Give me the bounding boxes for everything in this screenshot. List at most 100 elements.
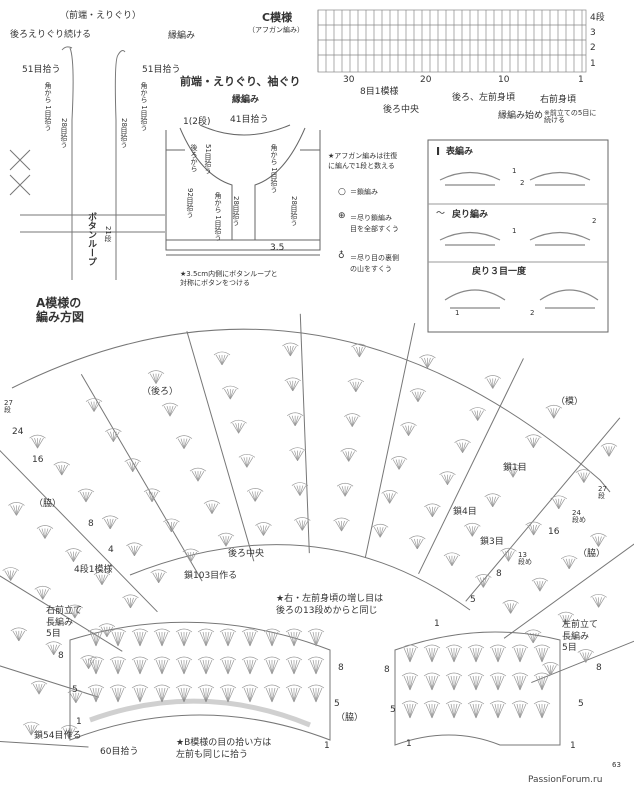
edges-pick28: 28目拾う — [232, 196, 240, 226]
stitch-return3: 戻り３目一度 — [472, 267, 527, 277]
stitch-step-2c: 2 — [530, 309, 535, 317]
c-pattern-subtitle: （アフガン編み） — [248, 26, 304, 34]
edges-corner: 角から 1目拾う — [214, 192, 222, 241]
edges-dim: 3.5 — [270, 243, 285, 253]
stitch-bar: I — [436, 145, 441, 158]
bll-r5: 5 — [578, 699, 584, 709]
stitch-step-2a: 2 — [520, 179, 525, 187]
a-mark: （模） — [556, 397, 584, 407]
a-r27-right: 27 段 — [598, 485, 607, 500]
a-r5-right: 5 — [470, 595, 476, 605]
c-one-pattern: 8目1模様 — [360, 87, 399, 97]
bll-r8: 8 — [596, 663, 602, 673]
c-pattern-title: C模様 — [262, 11, 293, 24]
c-row-4: 4段 — [590, 13, 605, 23]
stitch-step-2b: 2 — [592, 217, 597, 225]
a-r1-right: 1 — [434, 619, 440, 629]
a-pattern-title: A模様の 編み方図 — [36, 296, 85, 325]
a-chain1: 鎖1目 — [503, 463, 527, 473]
bl-r1: 1 — [406, 739, 412, 749]
a-back: （後ろ） — [142, 387, 179, 397]
edges-pick28b: 28目拾う — [290, 196, 298, 226]
edges-pick92: 92目拾う — [186, 188, 194, 218]
legend-back-symbol: ♁ — [338, 251, 345, 261]
c-note: ※前立ての5目に 続ける — [544, 109, 597, 124]
a-chain4: 鎖4目 — [453, 507, 477, 517]
pick60: 60目拾う — [100, 747, 139, 757]
a-r24-left: 24 — [12, 427, 24, 437]
a-chain3: 鎖3目 — [480, 537, 504, 547]
b-note: ★B模様の目の拾い方は 左前も同じに拾う — [176, 738, 272, 760]
pick-left: 51目拾う — [22, 65, 61, 75]
a-r13-right: 13 段め — [518, 551, 532, 566]
legend-slip-symbol: ⊕ — [338, 211, 346, 221]
a-r16-right: 16 — [548, 527, 560, 537]
bm-r1: 1 — [324, 741, 330, 751]
stitch-return: 戻り編み — [452, 210, 489, 220]
page-number: 63 — [612, 761, 621, 769]
stitch-forward: 表編み — [446, 147, 474, 157]
c-col-1: 1 — [578, 75, 584, 85]
a-side-left: （脇） — [34, 499, 62, 509]
bll-r1: 1 — [570, 741, 576, 751]
a-r8-right: 8 — [496, 569, 502, 579]
bm-r8: 8 — [338, 663, 344, 673]
a-one-pattern: 4段1模様 — [74, 565, 113, 575]
legend-slip: ＝尽り鎖編み 目を全部すくう — [350, 214, 399, 233]
c-center-back: 後ろ中央 — [383, 105, 420, 115]
bottom-star-note: ★右・左前身頃の増し目は 後ろの13段めからと同じ — [276, 594, 384, 616]
edges-row1: 1(2段) — [183, 117, 211, 127]
left-placket: 左前立て 長編み 5目 — [562, 620, 599, 654]
stitch-step-1c: 1 — [455, 309, 460, 317]
c-front-back-edge: 後ろ、左前身頃 — [452, 93, 516, 103]
c-col-20: 20 — [420, 75, 432, 85]
c-row-2: 2 — [590, 43, 596, 53]
c-row-1: 1 — [590, 59, 596, 69]
a-r4-left: 4 — [108, 545, 114, 555]
br-r1: 1 — [76, 717, 82, 727]
right-placket: 右前立て 長編み 5目 — [46, 606, 83, 640]
legend-star-note: ★アフガン編みは往復 に編んで1段と数える — [328, 152, 398, 170]
c-right-front: 右前身頃 — [540, 95, 577, 105]
edges-pick41: 41目拾う — [230, 115, 269, 125]
edges-back-from: 後ろから — [190, 144, 198, 172]
edge-label: 縁編み — [168, 31, 196, 41]
a-r8-left: 8 — [88, 519, 94, 529]
c-col-30: 30 — [343, 75, 355, 85]
stitch-tilde: 〜 — [436, 209, 446, 219]
c-col-10: 10 — [498, 75, 510, 85]
corner-left: 角から 1目拾う — [44, 82, 52, 131]
pick28-left: 28目拾う — [60, 118, 68, 148]
br-r8: 8 — [58, 651, 64, 661]
c-edge-start: 縁編み始め — [498, 111, 544, 121]
a-r27-left: 27 段 — [4, 399, 13, 414]
legend-chain-symbol: ○ — [338, 187, 346, 197]
bl-r5: 5 — [390, 705, 396, 715]
bl-r8: 8 — [384, 665, 390, 675]
pick28-right: 28目拾う — [120, 118, 128, 148]
a-center-back: 後ろ中央 — [228, 549, 265, 559]
br-r5: 5 — [72, 685, 78, 695]
corner-right: 角から 1目拾う — [140, 82, 148, 131]
legend-chain: ＝鎖編み — [350, 188, 378, 196]
site-watermark: PassionForum.ru — [528, 775, 603, 785]
edges-title: 前端・えりぐり、袖ぐり — [180, 75, 301, 88]
pick-right: 51目拾う — [142, 65, 181, 75]
stitch-step-1a: 1 — [512, 167, 517, 175]
a-r24-right: 24 段め — [572, 509, 586, 524]
chain54: 鎖54目作る — [34, 731, 82, 741]
a-chain103: 鎖103目作る — [184, 571, 238, 581]
stitch-step-1b: 1 — [512, 227, 517, 235]
neck-title: （前端・えりぐり） — [60, 11, 142, 21]
edges-corner-back: 角から 1目拾う — [270, 144, 278, 193]
rows21-label: 21段 — [104, 226, 112, 242]
bm-r5: 5 — [334, 699, 340, 709]
edges-pick51: 51目拾う — [204, 144, 212, 174]
edges-note: ★3.5cm内側にボタンループと 対称にボタンをつける — [180, 270, 278, 288]
back-neck-label: 後ろえりぐり続ける — [10, 30, 92, 40]
button-loop-label: ボタンループ — [86, 212, 96, 266]
a-side-right: （脇） — [578, 549, 606, 559]
c-row-3: 3 — [590, 28, 596, 38]
legend-back: ＝尽り目の裏側 の山をすくう — [350, 254, 399, 273]
